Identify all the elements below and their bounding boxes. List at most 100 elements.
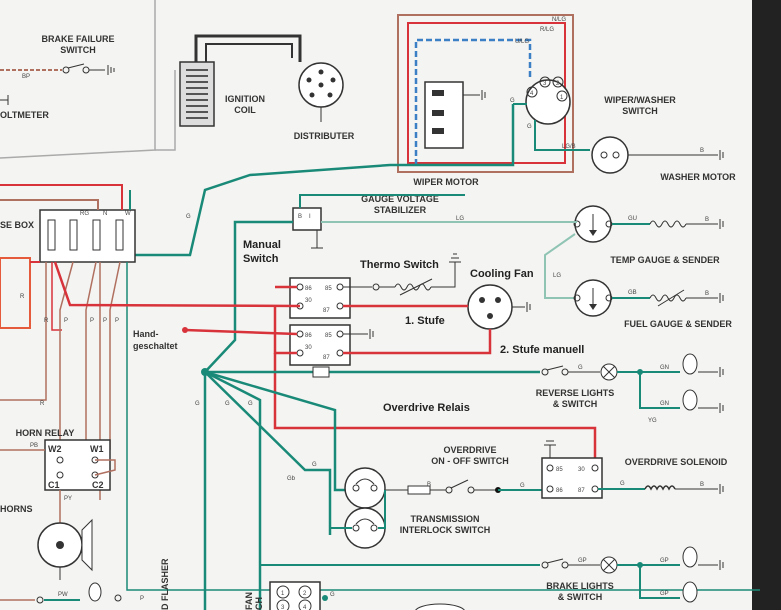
svg-text:85: 85 bbox=[325, 333, 332, 339]
manual-switch-label: Manual bbox=[243, 239, 281, 251]
svg-text:30: 30 bbox=[305, 345, 312, 351]
transmission-interlock-switch: TRANSMISSION INTERLOCK SWITCH bbox=[330, 467, 491, 549]
svg-text:P: P bbox=[115, 318, 119, 324]
svg-text:BRAKE FAILURE: BRAKE FAILURE bbox=[41, 34, 114, 44]
svg-text:INTERLOCK SWITCH: INTERLOCK SWITCH bbox=[400, 525, 491, 535]
svg-text:30: 30 bbox=[578, 467, 585, 473]
svg-text:R/LG: R/LG bbox=[540, 27, 554, 33]
overdrive-relais-label: Overdrive Relais bbox=[383, 402, 470, 414]
svg-text:GAUGE VOLTAGE: GAUGE VOLTAGE bbox=[361, 194, 439, 204]
svg-text:C2: C2 bbox=[92, 480, 104, 490]
svg-text:4: 4 bbox=[303, 605, 307, 610]
svg-text:3: 3 bbox=[281, 605, 285, 610]
svg-text:TEMP GAUGE & SENDER: TEMP GAUGE & SENDER bbox=[610, 255, 720, 265]
temp-gauge: GU B TEMP GAUGE & SENDER bbox=[573, 205, 724, 265]
svg-text:HORN RELAY: HORN RELAY bbox=[16, 428, 75, 438]
svg-text:Switch: Switch bbox=[243, 253, 279, 265]
horns: HORNS PY bbox=[0, 490, 93, 580]
svg-text:86: 86 bbox=[305, 333, 312, 339]
stufe-2-label: 2. Stufe manuell bbox=[500, 344, 584, 356]
svg-text:SWITCH: SWITCH bbox=[622, 106, 658, 116]
svg-text:1: 1 bbox=[281, 591, 285, 597]
svg-text:LG: LG bbox=[553, 273, 561, 279]
wiper-washer-switch: 4 3 2 1 WIPER/WASHER SWITCH G G bbox=[510, 76, 676, 130]
svg-text:P: P bbox=[103, 318, 107, 324]
svg-text:B: B bbox=[427, 482, 431, 488]
svg-text:G: G bbox=[186, 214, 191, 220]
svg-text:N/LG: N/LG bbox=[552, 17, 566, 23]
svg-text:G: G bbox=[225, 401, 230, 407]
svg-text:3: 3 bbox=[543, 81, 547, 87]
svg-text:G: G bbox=[195, 401, 200, 407]
overdrive-switch: OVERDRIVE ON - OFF SWITCH B G bbox=[385, 445, 545, 495]
svg-text:87: 87 bbox=[323, 308, 330, 314]
svg-text:Cooling Fan: Cooling Fan bbox=[470, 268, 534, 280]
svg-text:G: G bbox=[248, 401, 253, 407]
brake-failure-switch: BRAKE FAILURE SWITCH BP bbox=[0, 34, 115, 80]
svg-text:GP: GP bbox=[578, 558, 587, 564]
svg-text:FUEL GAUGE & SENDER: FUEL GAUGE & SENDER bbox=[624, 319, 732, 329]
svg-text:G: G bbox=[527, 124, 532, 130]
svg-text:1: 1 bbox=[560, 95, 564, 101]
svg-text:86: 86 bbox=[556, 488, 563, 494]
svg-text:GB: GB bbox=[628, 290, 637, 296]
svg-text:U/LG: U/LG bbox=[515, 39, 529, 45]
svg-text:87: 87 bbox=[578, 488, 585, 494]
svg-text:BRAKE LIGHTS: BRAKE LIGHTS bbox=[546, 581, 614, 591]
svg-text:SWITCH: SWITCH bbox=[60, 45, 96, 55]
horn-relay: HORN RELAY W2 W1 C1 C2 PB bbox=[0, 428, 116, 491]
svg-text:G: G bbox=[520, 483, 525, 489]
fuel-gauge: GB B FUEL GAUGE & SENDER bbox=[573, 279, 732, 329]
svg-text:OLTMETER: OLTMETER bbox=[0, 110, 49, 120]
reverse-lights: G GN GN YG REVERSE LIGHTS & SWITCH bbox=[536, 353, 724, 424]
svg-text:Hand-: Hand- bbox=[133, 329, 159, 339]
svg-text:W: W bbox=[125, 211, 131, 217]
overdrive-relay: 85 30 86 87 bbox=[541, 440, 603, 499]
svg-text:CH: CH bbox=[254, 597, 264, 610]
fan-relay-1: 86 85 30 87 bbox=[289, 277, 351, 319]
svg-text:I: I bbox=[309, 214, 311, 220]
svg-text:W1: W1 bbox=[90, 444, 104, 454]
svg-text:30: 30 bbox=[305, 298, 312, 304]
cooling-fan: Cooling Fan bbox=[467, 268, 534, 330]
svg-text:B: B bbox=[700, 482, 704, 488]
svg-text:& SWITCH: & SWITCH bbox=[553, 399, 598, 409]
svg-text:PY: PY bbox=[64, 496, 72, 502]
svg-text:G: G bbox=[510, 98, 515, 104]
svg-text:DISTRIBUTER: DISTRIBUTER bbox=[294, 131, 355, 141]
svg-text:B: B bbox=[705, 291, 709, 297]
svg-text:GU: GU bbox=[628, 216, 637, 222]
distributer: DISTRIBUTER bbox=[294, 62, 355, 141]
svg-text:2: 2 bbox=[556, 81, 560, 87]
svg-text:Gb: Gb bbox=[287, 476, 296, 482]
svg-text:85: 85 bbox=[325, 286, 332, 292]
svg-text:geschaltet: geschaltet bbox=[133, 341, 178, 351]
svg-text:B: B bbox=[298, 214, 302, 220]
svg-text:R: R bbox=[40, 401, 45, 407]
ignition-coil: IGNITION COIL bbox=[179, 61, 265, 127]
svg-text:LG: LG bbox=[456, 216, 464, 222]
svg-text:GP: GP bbox=[660, 558, 669, 564]
svg-text:B: B bbox=[705, 217, 709, 223]
overdrive-solenoid: OVERDRIVE SOLENOID G B bbox=[598, 457, 728, 494]
svg-text:87: 87 bbox=[323, 355, 330, 361]
gauge-voltage-stabilizer: B I GAUGE VOLTAGE STABILIZER bbox=[292, 194, 439, 249]
stufe-1-label: 1. Stufe bbox=[405, 315, 445, 327]
svg-text:WIPER MOTOR: WIPER MOTOR bbox=[413, 177, 479, 187]
svg-text:G: G bbox=[620, 481, 625, 487]
svg-text:REVERSE LIGHTS: REVERSE LIGHTS bbox=[536, 388, 615, 398]
svg-text:P: P bbox=[90, 318, 94, 324]
svg-text:YG: YG bbox=[648, 418, 657, 424]
svg-text:P: P bbox=[140, 596, 144, 602]
svg-text:OVERDRIVE: OVERDRIVE bbox=[443, 445, 496, 455]
svg-text:OVERDRIVE SOLENOID: OVERDRIVE SOLENOID bbox=[625, 457, 728, 467]
voltmeter: OLTMETER bbox=[0, 95, 49, 120]
svg-text:4: 4 bbox=[530, 91, 534, 97]
svg-text:IGNITION: IGNITION bbox=[225, 94, 265, 104]
svg-text:G: G bbox=[330, 592, 335, 598]
svg-text:TRANSMISSION: TRANSMISSION bbox=[410, 514, 479, 524]
svg-text:W2: W2 bbox=[48, 444, 62, 454]
svg-text:N: N bbox=[103, 211, 107, 217]
thermo-switch: Thermo Switch bbox=[343, 253, 461, 296]
svg-text:WIPER/WASHER: WIPER/WASHER bbox=[604, 95, 676, 105]
